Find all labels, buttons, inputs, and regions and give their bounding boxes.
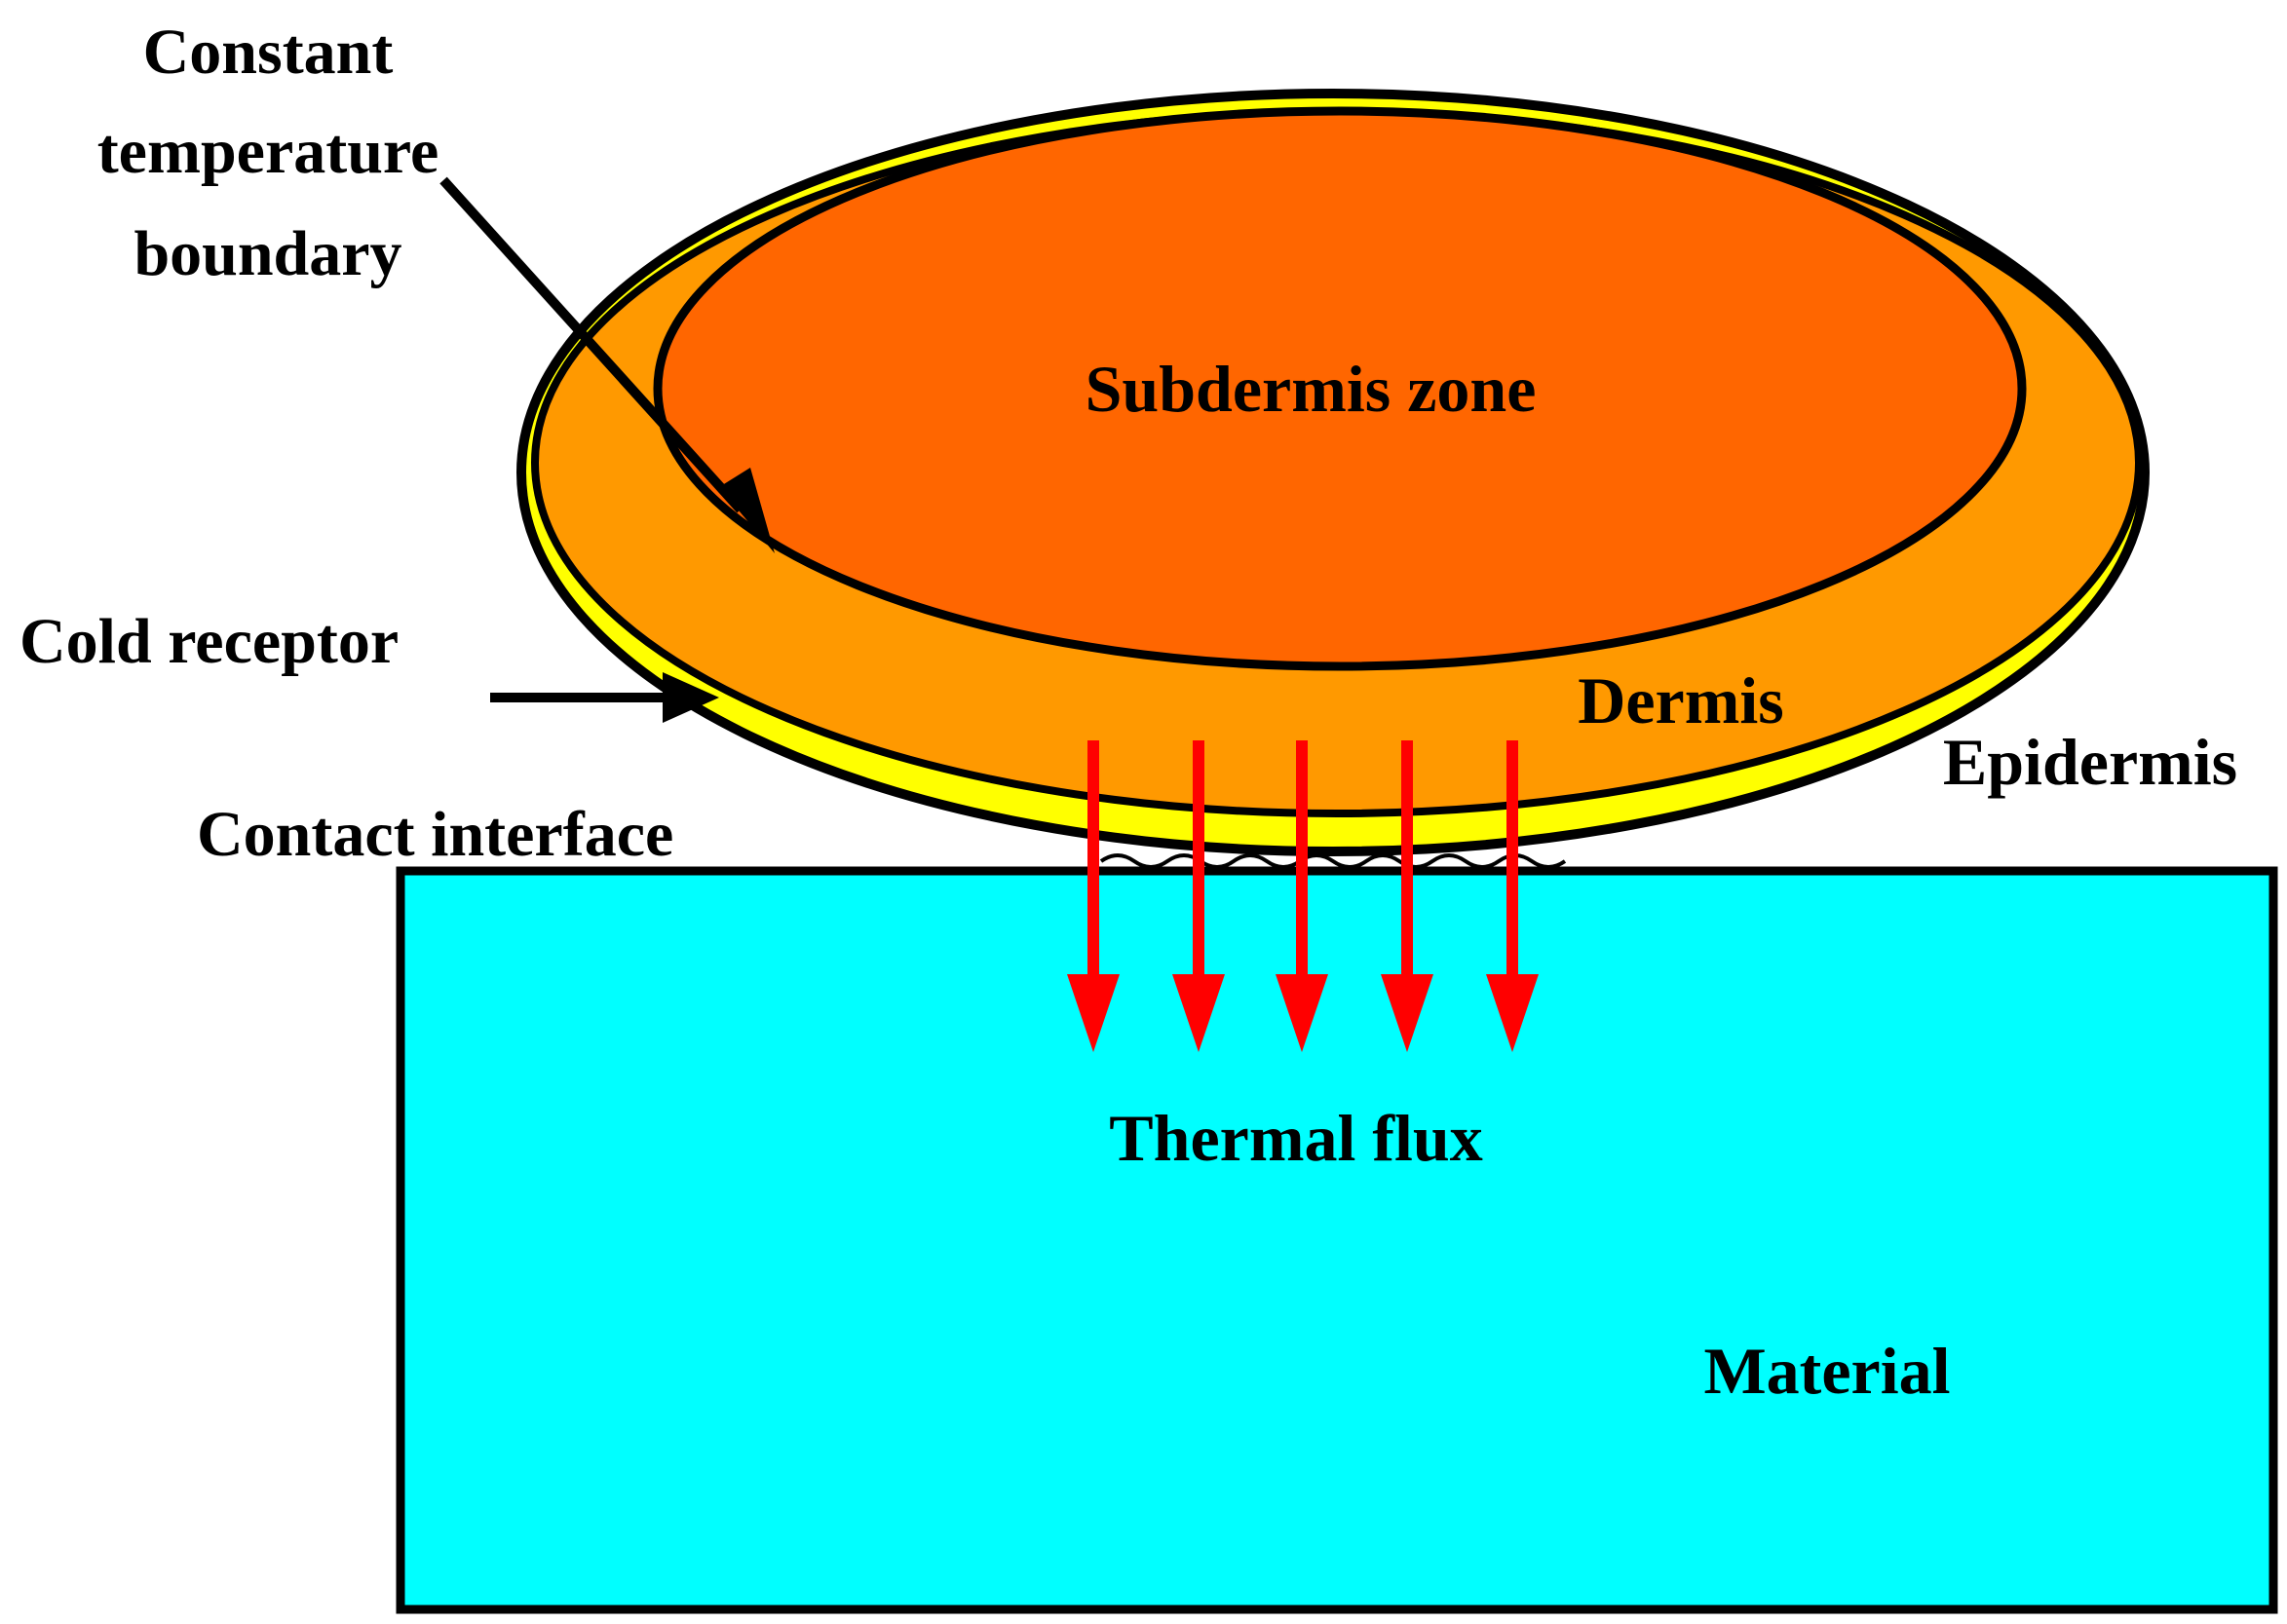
material-label: Material	[1704, 1334, 1951, 1408]
flux-arrow	[1067, 740, 1120, 1052]
thermal-flux-label: Thermal flux	[1109, 1101, 1482, 1175]
subdermis-zone-label: Subdermis zone	[1086, 352, 1537, 426]
thermal-flux-arrows	[1067, 740, 1539, 1052]
constant-temperature-arrow	[439, 176, 775, 553]
epidermis-label: Epidermis	[1943, 725, 2237, 799]
constant-temperature-boundary-label: Constant temperature boundary	[97, 17, 439, 289]
material-block	[396, 866, 2278, 1614]
label-line: Constant	[143, 17, 394, 88]
flux-arrow	[1276, 740, 1328, 1052]
flux-arrow	[1172, 740, 1225, 1052]
contact-interface-line	[1099, 853, 1567, 869]
contact-interface-label: Contact interface	[197, 799, 673, 870]
flux-arrow	[1381, 740, 1433, 1052]
flux-arrow	[1486, 740, 1539, 1052]
cold-receptor-arrow	[490, 672, 719, 723]
dermis-label: Dermis	[1578, 663, 1783, 737]
label-line: boundary	[133, 218, 401, 289]
label-line: temperature	[97, 116, 439, 187]
subdermis-layer	[653, 106, 2027, 671]
cold-receptor-label: Cold receptor	[19, 606, 399, 677]
